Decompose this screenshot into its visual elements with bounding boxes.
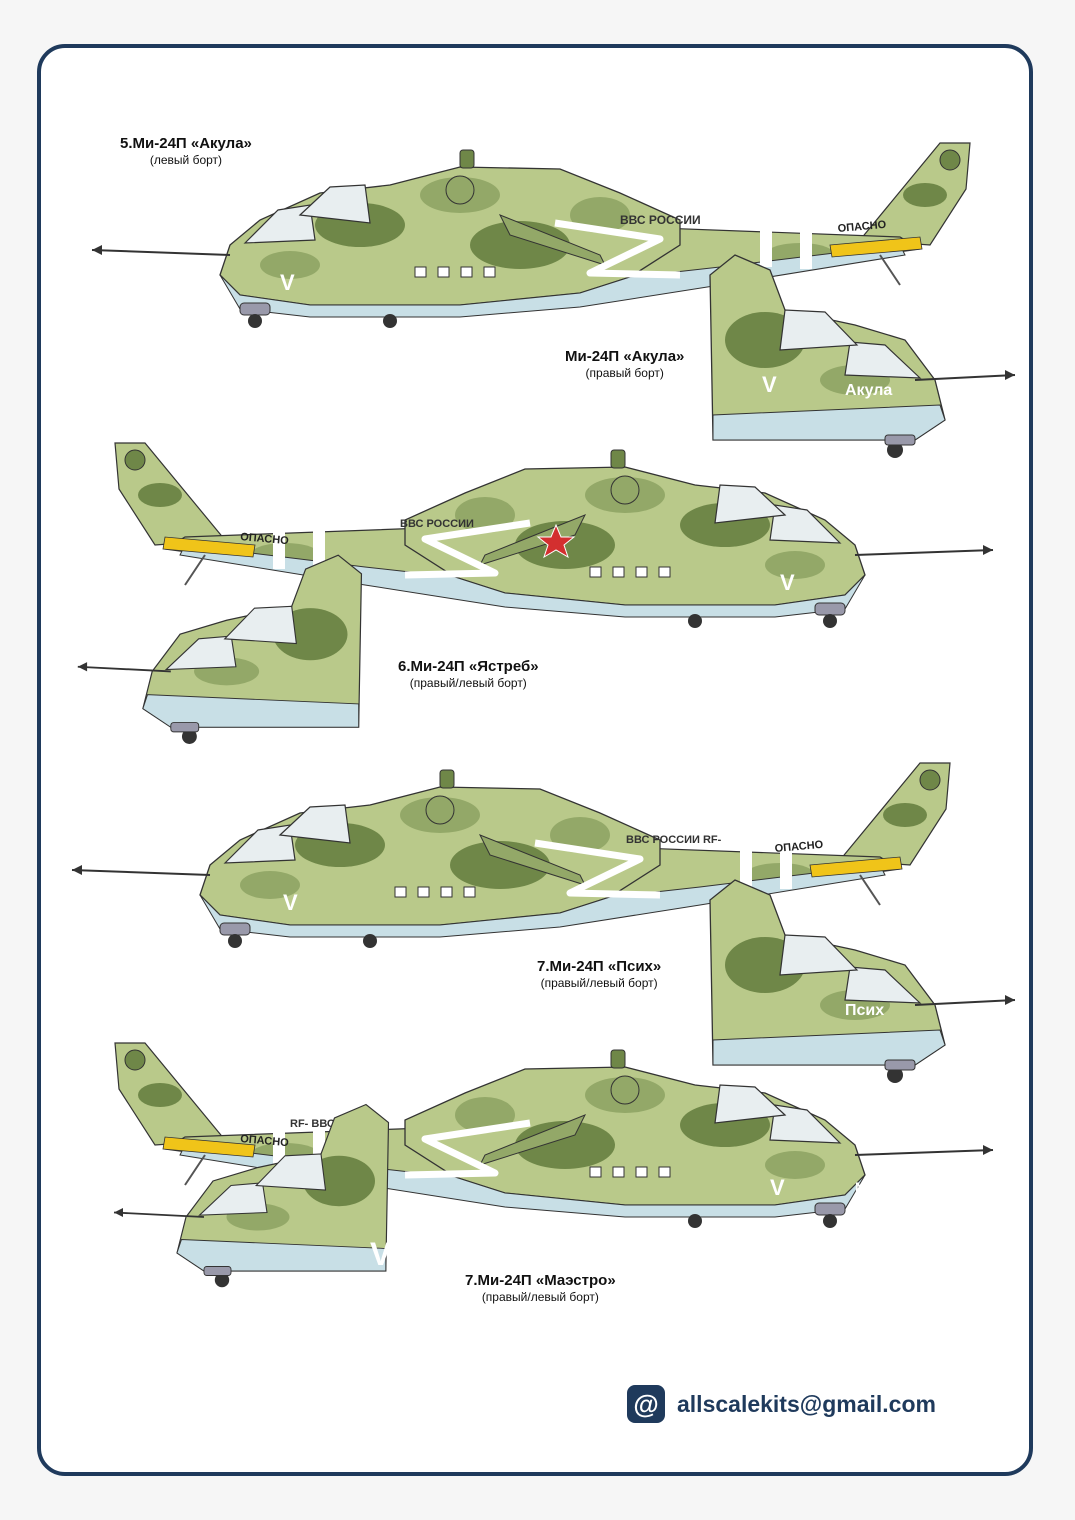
danger-text: ОПАСНО (774, 839, 824, 855)
caption-maestro: 7.Ми-24П «Маэстро» (правый/левый борт) (465, 1272, 616, 1304)
profile-akula-left: V ВВС РОССИИ ОПАСНО (92, 143, 970, 328)
profile-psih-nose: Псих (709, 879, 1016, 1084)
email-text[interactable]: allscalekits@gmail.com (677, 1390, 936, 1417)
name-text: Псих (845, 1002, 884, 1019)
caption-yastreb: 6.Ми-24П «Ястреб» (правый/левый борт) (398, 658, 539, 690)
name-text: Маэстро (855, 1179, 914, 1195)
caption-title: 7.Ми-24П «Псих» (537, 958, 662, 975)
profile-psih-left: V ВВС РОССИИ RF- ОПАСНО (72, 763, 950, 948)
v-marking: V (283, 890, 298, 915)
v-marking: V (762, 372, 777, 397)
caption-title: 5.Ми-24П «Акула» (120, 135, 252, 152)
profile-maestro-nose: V (113, 1103, 392, 1289)
caption-title: 6.Ми-24П «Ястреб» (398, 658, 539, 675)
contact-email[interactable]: @ allscalekits@gmail.com (627, 1384, 936, 1424)
vvs-text: ВВС РОССИИ (620, 213, 701, 227)
caption-akula-right: Ми-24П «Акула» (правый борт) (565, 348, 684, 380)
name-text: Ястреб (870, 574, 920, 590)
caption-subtitle: (правый/левый борт) (409, 676, 527, 690)
v-marking: V (780, 570, 795, 595)
caption-psih: 7.Ми-24П «Псих» (правый/левый борт) (537, 958, 661, 990)
vvs-text: ВВС РОССИИ RF- (626, 834, 722, 846)
danger-text: ОПАСНО (240, 1133, 290, 1149)
profile-yastreb-nose (76, 554, 363, 745)
caption-subtitle: (правый борт) (585, 366, 664, 380)
caption-subtitle: (правый/левый борт) (481, 1290, 599, 1304)
danger-text: ОПАСНО (240, 531, 290, 547)
caption-subtitle: (правый/левый борт) (540, 976, 658, 990)
at-icon: @ (627, 1385, 665, 1423)
caption-subtitle: (левый борт) (149, 153, 223, 167)
profile-yastreb-right: V ВВС РОССИИ ОПАСНО Ястреб (115, 443, 993, 628)
caption-title: 7.Ми-24П «Маэстро» (465, 1272, 616, 1289)
profile-akula-right-nose: V Акула (709, 254, 1016, 459)
v-marking: V (280, 270, 295, 295)
caption-title: Ми-24П «Акула» (565, 348, 685, 365)
v-marking: V (370, 1236, 392, 1272)
red-star-icon (536, 523, 576, 559)
danger-text: ОПАСНО (837, 219, 887, 235)
name-text: Акула (845, 382, 892, 399)
caption-akula-left: 5.Ми-24П «Акула» (левый борт) (120, 135, 252, 167)
v-marking: V (770, 1175, 785, 1200)
vvs-text: ВВС РОССИИ (400, 518, 474, 530)
